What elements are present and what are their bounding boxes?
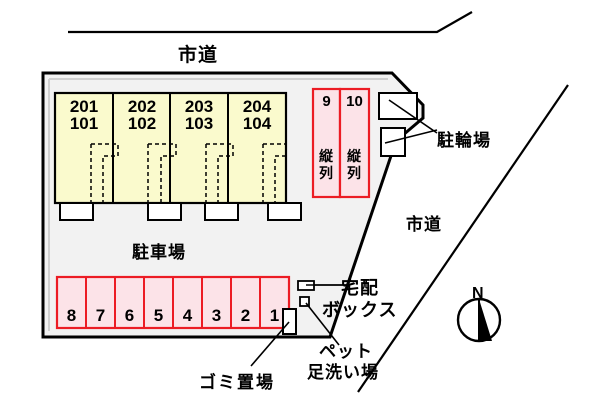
unit-upper-1: 201 (69, 97, 99, 116)
parking-stall-3: 3 (211, 306, 222, 325)
unit-label-2: 202 102 (116, 98, 168, 132)
label-delivery-box-line1: 宅配 (341, 278, 379, 298)
delivery-box-icon (297, 280, 315, 291)
parking-stall-2: 2 (240, 306, 251, 325)
parking-stall-4: 4 (182, 306, 193, 325)
tandem-note-9-line1: 縦 (319, 148, 333, 164)
parking-stall-8: 8 (66, 306, 77, 325)
tandem-stall-number-10: 10 (346, 93, 363, 110)
label-garbage-area: ゴミ置場 (199, 373, 275, 392)
unit-lower-4: 104 (242, 114, 272, 133)
unit-label-3: 203 103 (173, 98, 225, 132)
garbage-area-leader-line (250, 321, 290, 367)
label-road-top: 市道 (178, 45, 219, 66)
unit-label-1: 201 101 (58, 98, 110, 132)
compass-rose-graphic (456, 297, 502, 343)
parking-stall-row (55, 275, 291, 330)
unit-upper-3: 203 (184, 97, 214, 116)
tandem-stall-note-9: 縦 列 (315, 148, 337, 182)
road-right-line (357, 84, 569, 393)
label-road-right: 市道 (406, 215, 442, 234)
label-parking-area: 駐車場 (132, 243, 186, 262)
parking-stall-6: 6 (124, 306, 135, 325)
unit-upper-2: 202 (127, 97, 157, 116)
unit-lower-1: 101 (69, 114, 99, 133)
label-delivery-box-line2: ボックス (322, 300, 398, 320)
building-outline (53, 91, 288, 205)
label-pet-foot-wash-line1: ペット (319, 342, 373, 361)
tandem-stall-note-10: 縦 列 (343, 148, 365, 182)
site-inner-edge (48, 78, 388, 331)
label-pet-foot-wash-line2: 足洗い場 (307, 363, 379, 382)
pet-foot-wash-leader-line (305, 302, 340, 346)
compass-north-label: N (472, 285, 484, 302)
tandem-note-9-line2: 列 (319, 165, 333, 181)
parking-stall-1: 1 (269, 306, 280, 325)
unit-stair-hatching (90, 143, 287, 203)
pet-foot-wash-icon (299, 296, 310, 307)
label-bicycle-parking: 駐輪場 (437, 131, 491, 150)
tandem-note-10-line2: 列 (347, 165, 361, 181)
bicycle-parking-boxes (378, 92, 418, 157)
tandem-stall-number-9: 9 (322, 93, 331, 110)
unit-lower-3: 103 (184, 114, 214, 133)
tandem-note-10-line1: 縦 (347, 148, 361, 164)
parking-stall-7: 7 (95, 306, 106, 325)
unit-upper-4: 204 (242, 97, 272, 116)
road-top-line (68, 11, 473, 34)
bicycle-parking-leader-lines (384, 99, 438, 144)
unit-lower-2: 102 (127, 114, 157, 133)
garbage-area-icon (282, 308, 297, 335)
unit-entrance-porches (59, 202, 302, 221)
tandem-stalls (311, 87, 371, 199)
unit-label-4: 204 104 (231, 98, 283, 132)
parking-stall-5: 5 (153, 306, 164, 325)
